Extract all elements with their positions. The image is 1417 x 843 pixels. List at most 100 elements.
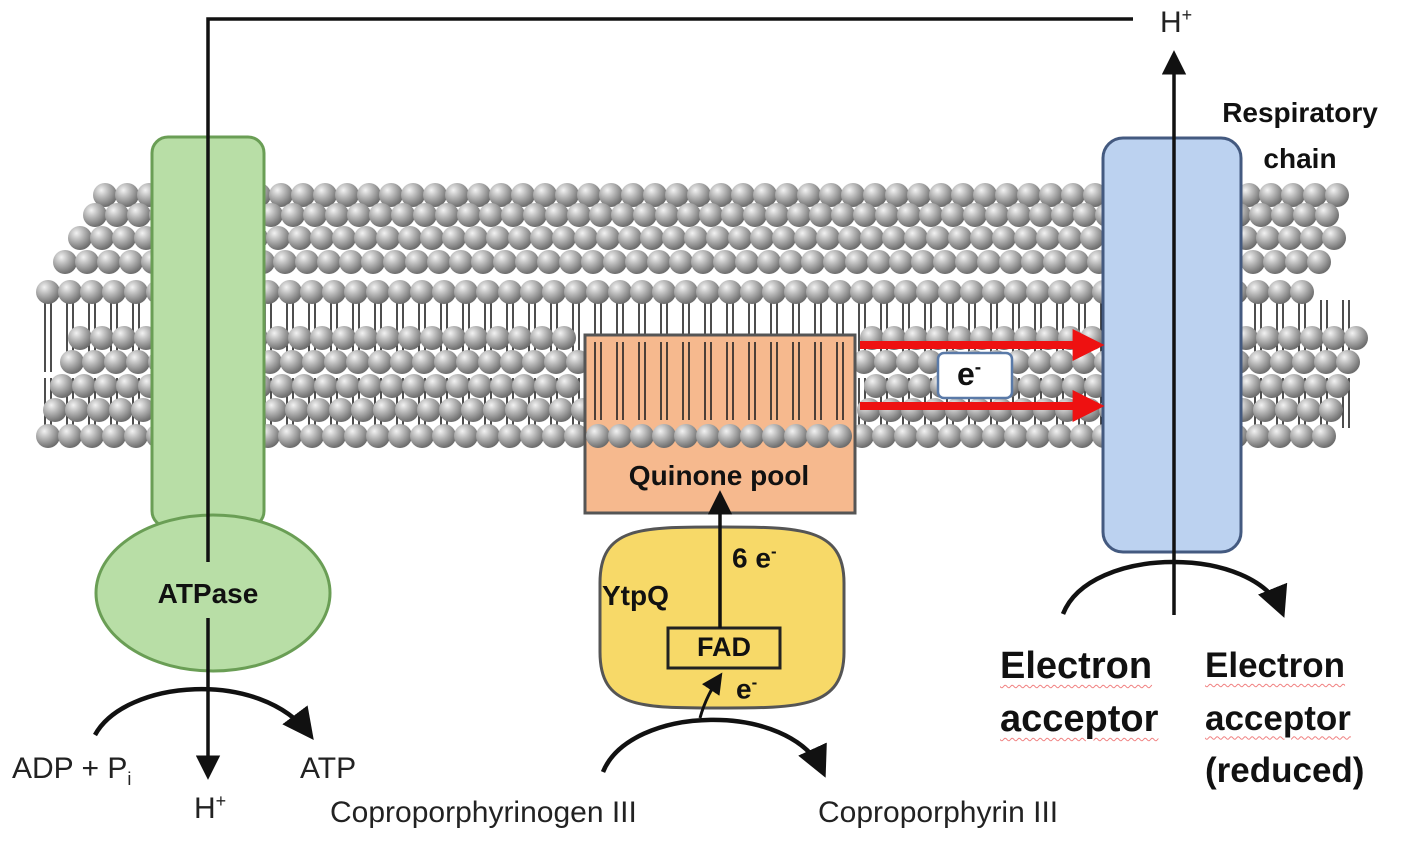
lipid-head	[809, 203, 833, 227]
lipid-head	[119, 250, 143, 274]
lipid-head	[806, 424, 830, 448]
lipid-head	[894, 424, 918, 448]
lipid-head	[797, 183, 821, 207]
lipid-head	[1029, 203, 1053, 227]
lipid-head	[266, 326, 290, 350]
lipid-head	[938, 424, 962, 448]
lipid-head	[963, 203, 987, 227]
lipid-head	[80, 424, 104, 448]
lipid-head	[652, 280, 676, 304]
lipid-head	[586, 280, 610, 304]
lipid-head	[439, 398, 463, 422]
lipid-head	[709, 183, 733, 207]
lipid-head	[753, 183, 777, 207]
lipid-head	[863, 183, 887, 207]
lipid-head	[292, 374, 316, 398]
lipid-head	[596, 226, 620, 250]
lipid-head	[779, 250, 803, 274]
lipid-head	[775, 183, 799, 207]
lipid-head	[405, 250, 429, 274]
lipid-head	[398, 226, 422, 250]
lipid-head	[263, 398, 287, 422]
lipid-head	[278, 424, 302, 448]
lipid-head	[713, 250, 737, 274]
lipid-head	[699, 203, 723, 227]
lipid-head	[1040, 374, 1064, 398]
lipid-head	[310, 226, 334, 250]
lipid-head	[1304, 374, 1328, 398]
lipid-head	[354, 226, 378, 250]
lipid-head	[500, 350, 524, 374]
atp-label: ATP	[300, 752, 357, 785]
lipid-head	[83, 203, 107, 227]
lipid-head	[647, 250, 671, 274]
lipid-head	[874, 350, 898, 374]
lipid-head	[1300, 226, 1324, 250]
lipid-head	[1004, 280, 1028, 304]
lipid-head	[1256, 326, 1280, 350]
lipid-head	[1322, 226, 1346, 250]
lipid-head	[1021, 250, 1045, 274]
lipid-head	[43, 398, 67, 422]
lipid-head	[413, 203, 437, 227]
lipid-head	[718, 280, 742, 304]
lipid-head	[291, 183, 315, 207]
lipid-head	[1058, 226, 1082, 250]
lipid-head	[322, 280, 346, 304]
lipid-head	[390, 350, 414, 374]
lipid-head	[60, 350, 84, 374]
lipid-head	[1300, 326, 1324, 350]
lipid-head	[1325, 183, 1349, 207]
lipid-head	[112, 226, 136, 250]
lipid-head	[1285, 250, 1309, 274]
coproporphyrinogen-label: Coproporphyrinogen III	[330, 796, 637, 829]
lipid-head	[300, 424, 324, 448]
lipid-head	[325, 203, 349, 227]
lipid-head	[533, 183, 557, 207]
lipid-head	[344, 424, 368, 448]
lipid-head	[867, 250, 891, 274]
lipid-head	[1246, 424, 1270, 448]
lipid-head	[354, 326, 378, 350]
lipid-head	[574, 226, 598, 250]
lipid-head	[417, 398, 441, 422]
lipid-head	[322, 424, 346, 448]
lipid-head	[894, 280, 918, 304]
lipid-head	[432, 424, 456, 448]
lipid-head	[50, 374, 74, 398]
lipid-head	[567, 203, 591, 227]
lipid-head	[90, 326, 114, 350]
lipid-head	[828, 280, 852, 304]
lipid-head	[1322, 326, 1346, 350]
lipid-head	[586, 424, 610, 448]
fad-input-arrow	[698, 672, 723, 719]
lipid-head	[850, 280, 874, 304]
lipid-head	[281, 203, 305, 227]
lipid-head	[589, 203, 613, 227]
lipid-head	[456, 350, 480, 374]
coproporphyrinogen-oxidation-arrow	[600, 717, 827, 778]
lipid-head	[1004, 424, 1028, 448]
lipid-head	[346, 350, 370, 374]
lipid-head	[302, 350, 326, 374]
lipid-head	[388, 280, 412, 304]
lipid-head	[1297, 398, 1321, 422]
lipid-head	[916, 424, 940, 448]
lipid-head	[618, 226, 642, 250]
lipid-head	[280, 350, 304, 374]
lipid-head	[391, 203, 415, 227]
lipid-head	[1293, 203, 1317, 227]
lipid-head	[845, 250, 869, 274]
lipid-head	[380, 374, 404, 398]
lipid-head	[310, 326, 334, 350]
lipid-head	[1307, 250, 1331, 274]
ytpq-label: YtpQ	[602, 580, 669, 611]
adp-pi-label: ADP + Pi	[12, 752, 132, 789]
lipid-head	[357, 183, 381, 207]
lipid-head	[982, 424, 1006, 448]
lipid-head	[36, 280, 60, 304]
electron-acceptor-reduced-label: Electron acceptor (reduced)	[1205, 646, 1365, 790]
lipid-head	[625, 250, 649, 274]
proton-path-line	[206, 17, 1133, 562]
lipid-head	[706, 226, 730, 250]
